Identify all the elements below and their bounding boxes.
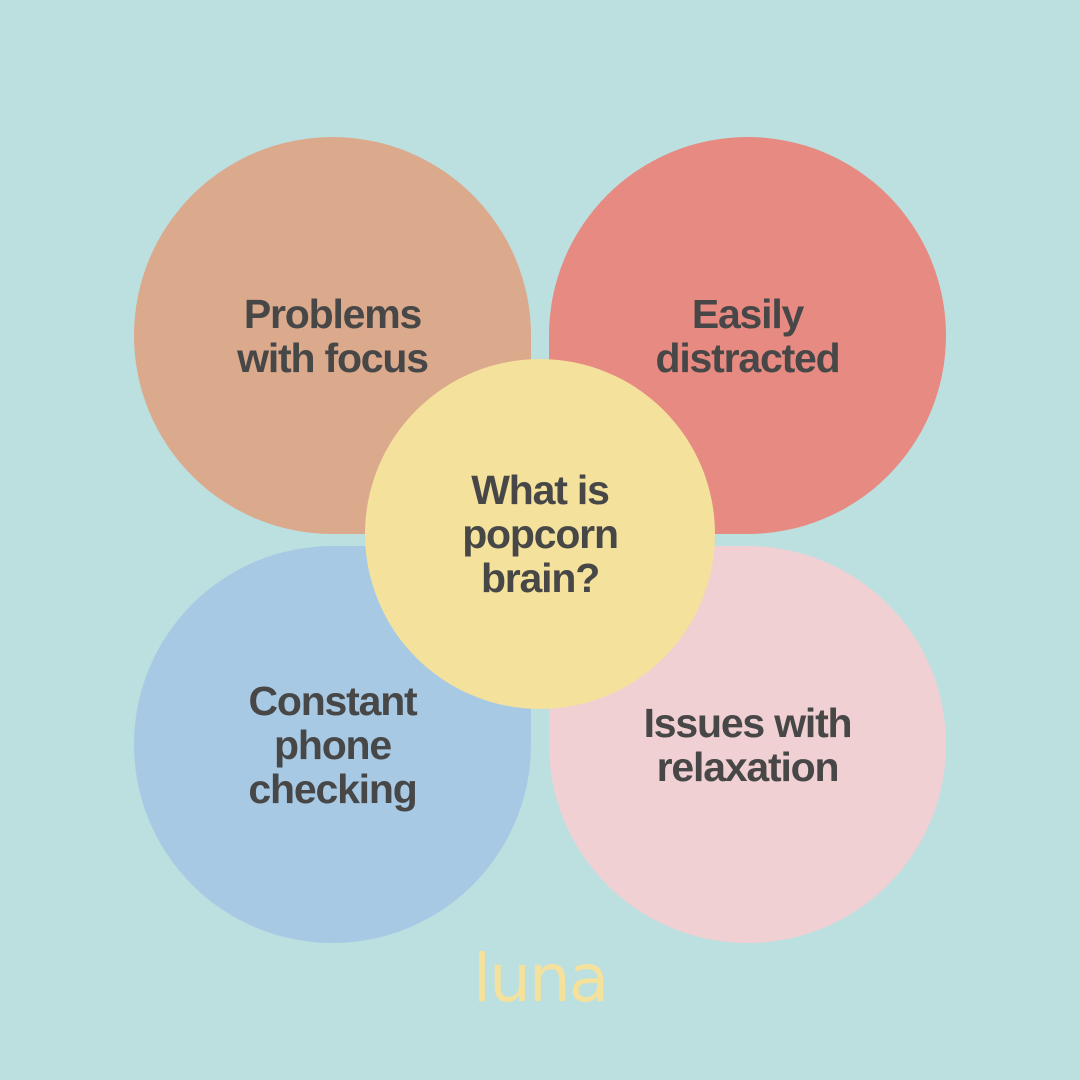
petal-problems-with-focus: Problems with focus [134, 137, 531, 534]
luna-logo: luna [472, 940, 609, 1017]
petal-label: Issues with relaxation [643, 699, 853, 790]
center-title: What is popcorn brain? [462, 467, 619, 601]
petal-label: Easily distracted [655, 290, 841, 381]
petal-label: Problems with focus [237, 290, 429, 381]
center-circle: What is popcorn brain? [365, 359, 715, 709]
petal-label: Constant phone checking [248, 677, 417, 812]
